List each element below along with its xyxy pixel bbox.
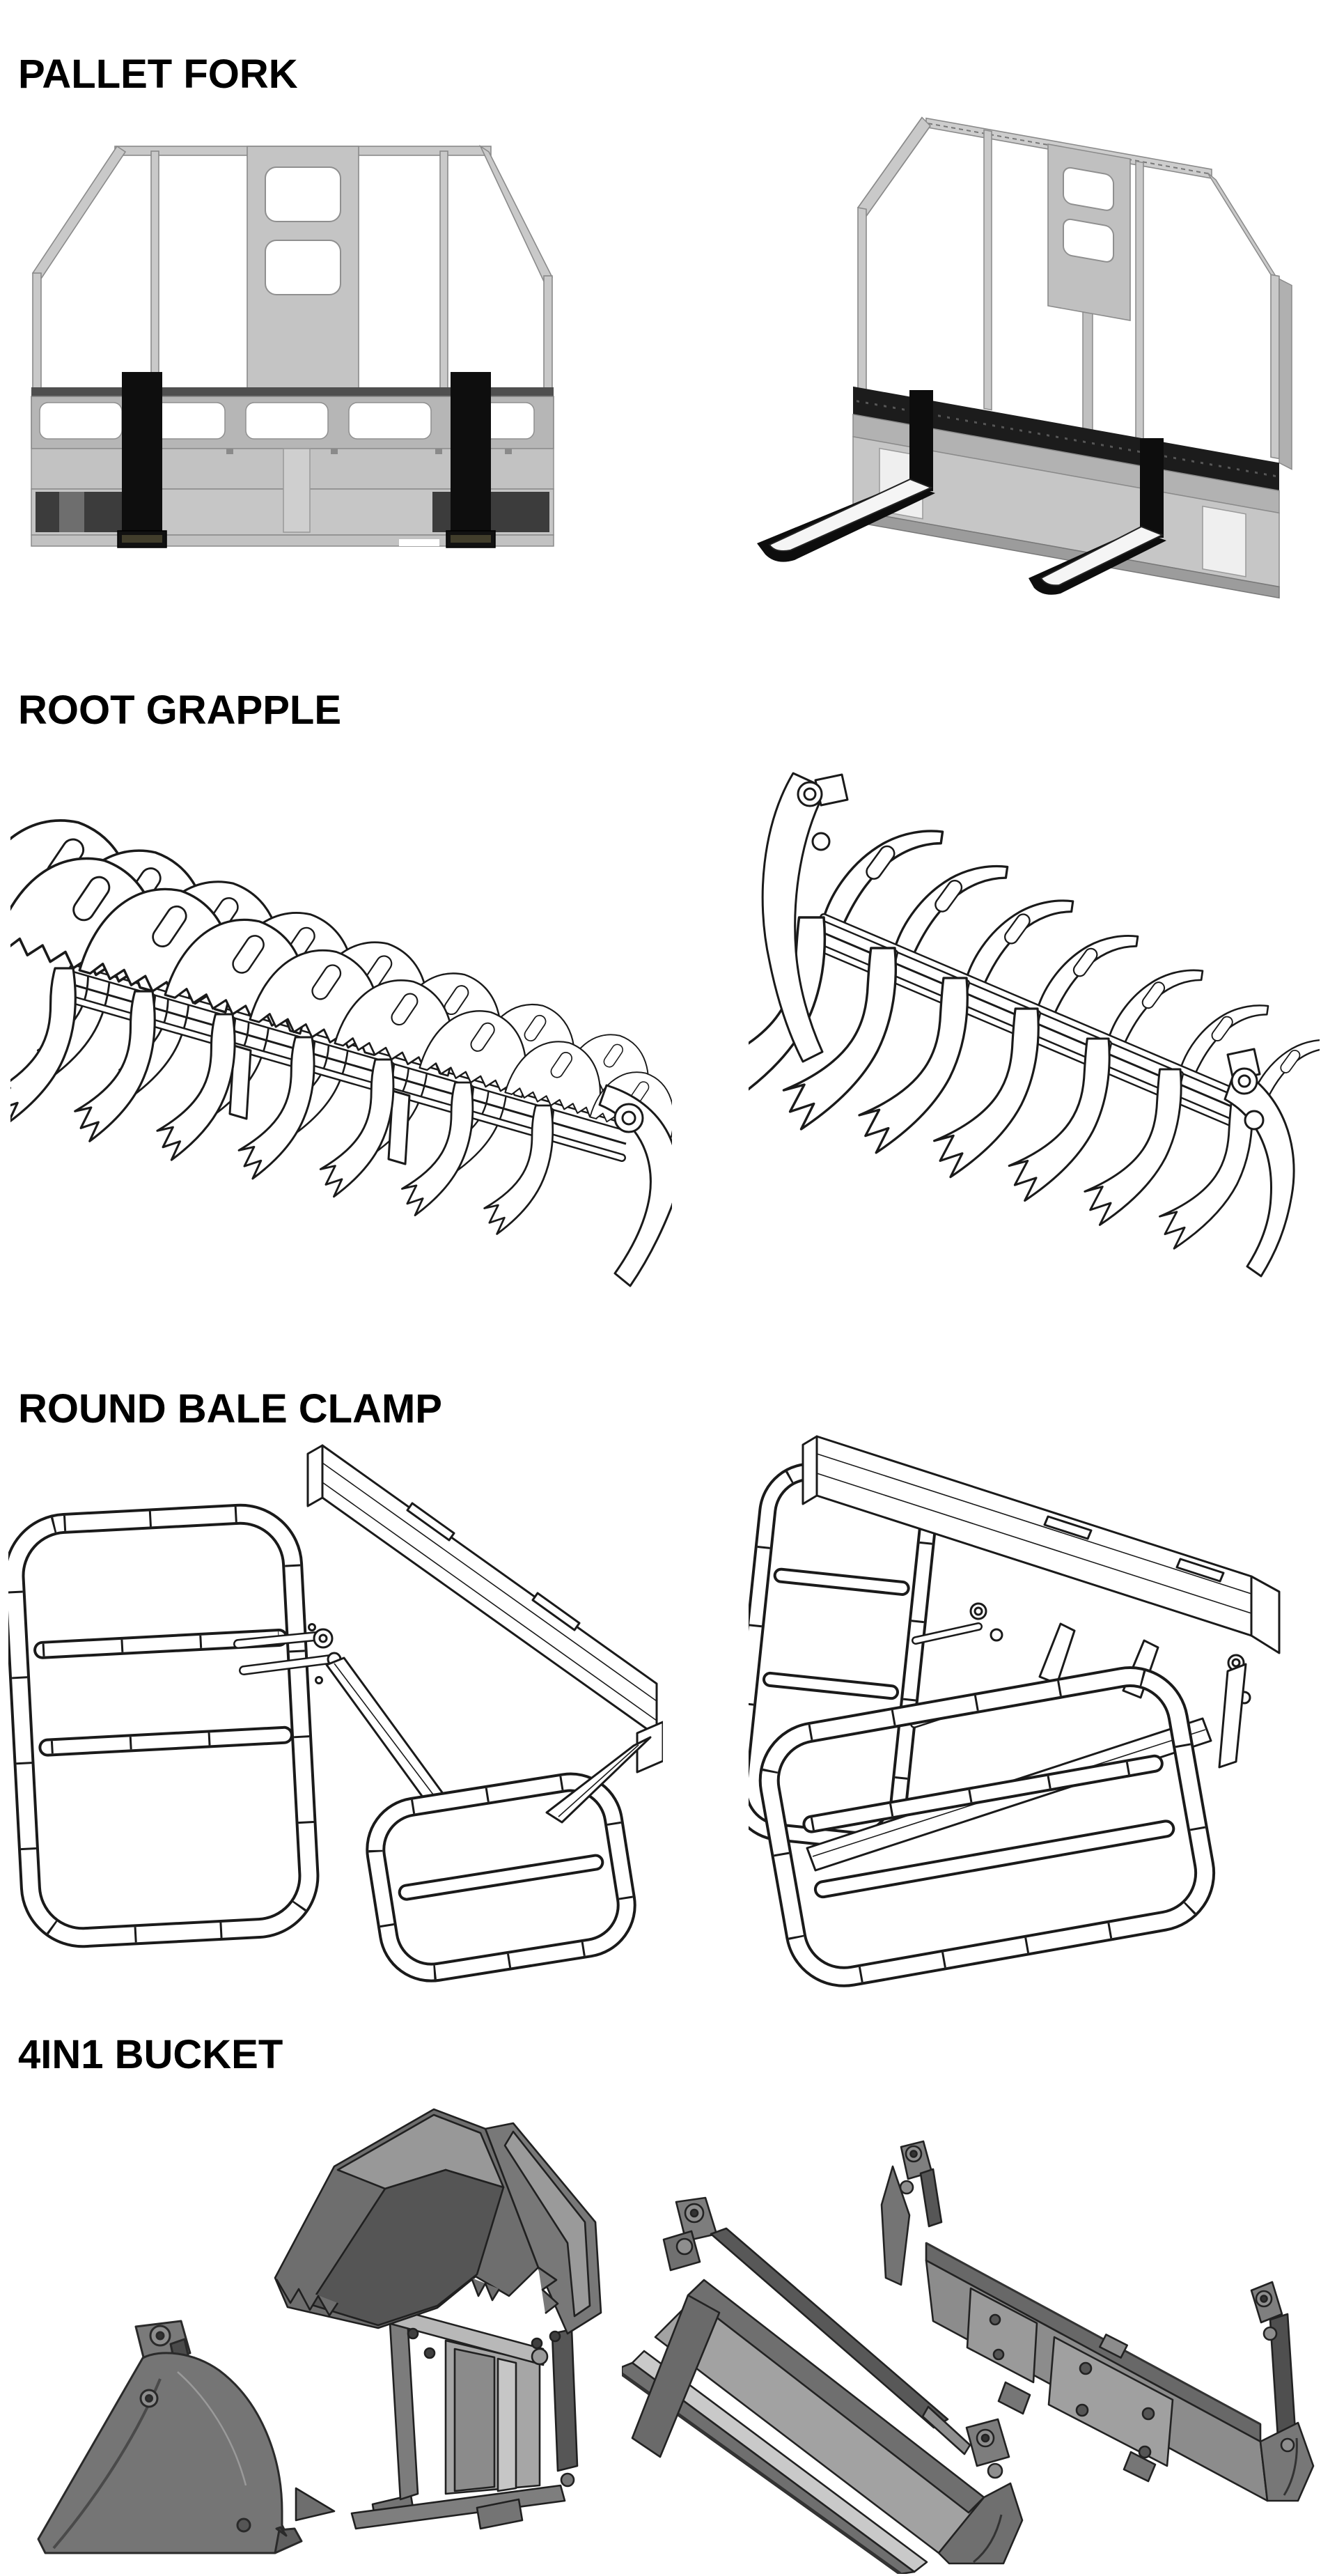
round-bale-clamp-closed-figure (749, 1435, 1281, 1987)
round-bale-clamp-open-figure (8, 1444, 663, 1983)
bucket-rear-view-figure (880, 2140, 1315, 2502)
fork-iso-tines (757, 390, 1166, 595)
section-title-root-grapple: ROOT GRAPPLE (18, 688, 342, 734)
pallet-fork-perspective-view-figure (757, 116, 1292, 599)
fork-center-plate (247, 146, 359, 391)
bucket-side-body (37, 2320, 303, 2554)
clamp-lower-arm-loop (366, 1772, 636, 1983)
grapple2-right-end-arm (1223, 1048, 1295, 1278)
clamp2-frame (802, 1435, 1281, 1654)
bucket-clamshell-body (274, 2108, 602, 2530)
section-title-round-bale-clamp: ROUND BALE CLAMP (18, 1386, 442, 1432)
clamp-pivot-hub (233, 1623, 342, 1684)
grapple-end-arm (598, 1084, 672, 1287)
root-grapple-right-figure (749, 772, 1320, 1278)
clamp2-lower-arm-loop (758, 1666, 1216, 1987)
bucket-side-view-figure (37, 2320, 303, 2554)
bucket-rear-body (880, 2140, 1315, 2502)
grapple2-left-end-arm (761, 772, 849, 1063)
bucket-front-tilted-figure (622, 2196, 1024, 2574)
grapple2-claws (749, 916, 1253, 1250)
clamp-rear-bracket (545, 1721, 663, 1824)
fork-guard-frame (31, 144, 554, 389)
fork-iso-body (852, 116, 1292, 599)
clamp-left-arm-loop (8, 1503, 320, 1948)
clamp-lower-arm-link (325, 1656, 447, 1807)
fork-tines (117, 372, 496, 548)
bucket-tilted-body (622, 2196, 1024, 2574)
section-title-4in1-bucket: 4IN1 BUCKET (18, 2032, 283, 2078)
root-grapple-left-figure (10, 798, 672, 1287)
section-title-pallet-fork: PALLET FORK (18, 52, 298, 98)
bucket-clamshell-open-figure (274, 2108, 602, 2530)
pallet-fork-front-view-figure (31, 144, 554, 548)
